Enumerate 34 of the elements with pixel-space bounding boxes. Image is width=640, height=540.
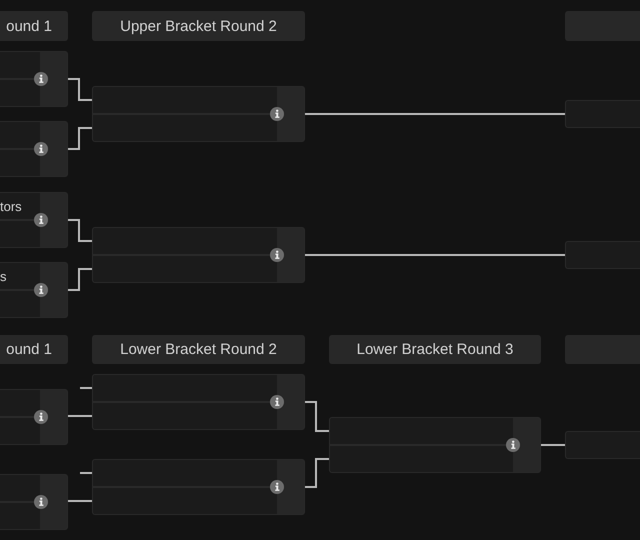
bracket-connector	[305, 113, 565, 115]
bracket-connector	[80, 472, 92, 474]
match-card	[0, 121, 68, 177]
bracket-connector	[80, 387, 92, 389]
bracket-connector	[541, 444, 565, 446]
team-name: tors	[0, 198, 22, 214]
match-card	[0, 51, 68, 107]
round-title: ound 1	[6, 18, 52, 34]
bracket-connector	[305, 458, 329, 488]
match-card	[0, 389, 68, 445]
bracket-connector	[305, 401, 329, 432]
match-card	[92, 227, 305, 283]
match-card	[0, 474, 68, 530]
team-name: s	[0, 268, 6, 284]
bracket-connector	[305, 254, 565, 256]
bracket-connector	[68, 219, 92, 242]
round-title: ound 1	[6, 341, 52, 358]
match-card	[329, 417, 541, 473]
bracket-connector	[68, 268, 92, 291]
round-title: Upper Bracket Round 2	[120, 18, 277, 34]
bracket-connector	[68, 415, 92, 417]
match-card	[92, 86, 305, 142]
match-slot	[565, 431, 640, 459]
bracket-connector	[68, 78, 92, 101]
match-slot	[565, 100, 640, 128]
bracket-connector	[68, 500, 92, 502]
match-slot	[565, 241, 640, 269]
match-card	[92, 459, 305, 515]
match-card	[92, 374, 305, 430]
match-card	[0, 192, 68, 248]
round-title: Lower Bracket Round 2	[120, 341, 277, 358]
bracket-connector	[68, 127, 92, 150]
round-title: Lower Bracket Round 3	[356, 341, 514, 358]
match-card	[0, 262, 68, 318]
